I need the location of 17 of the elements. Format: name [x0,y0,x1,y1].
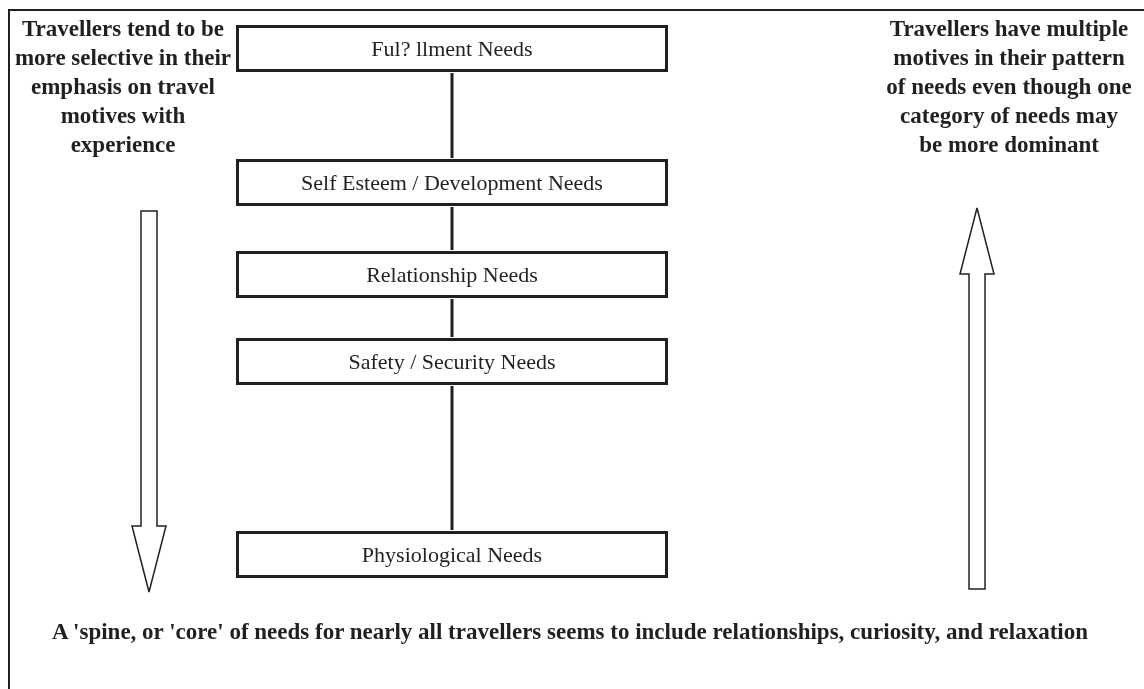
connector-line [450,207,454,250]
needs-box [236,251,668,298]
box-label: Physiological Needs [361,540,543,569]
box-label: Ful? llment Needs [371,34,533,63]
box-label: Self Esteem / Development Needs [301,168,603,197]
needs-box [236,531,668,578]
note-text: Travellers have multiple motives in their pattern of needs even though one category of needs may be more dominant [886,15,1132,159]
box-label: Relationship Needs [366,260,538,289]
box-label: Safety / Security Needs [348,347,556,376]
note-text: Travellers tend to be more selective in their emphasis on travel motives with experience [13,15,233,159]
connector-line [450,73,454,158]
needs-box [236,25,668,72]
needs-box [236,159,668,206]
needs-box [236,338,668,385]
connector-line [450,386,454,530]
connector-line [450,299,454,337]
note-text: A 'spine, or 'core' of needs for nearly all travellers seems to include relationships, curiosity, and relaxation [51,618,1089,646]
